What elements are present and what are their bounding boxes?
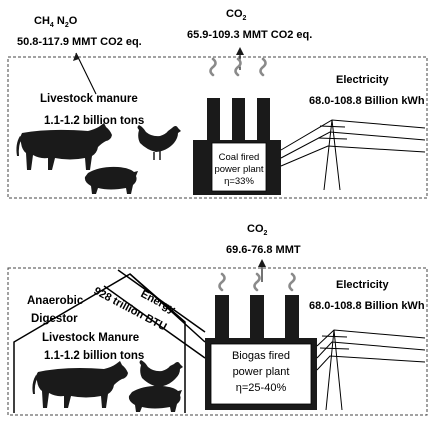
pig-icon (84, 166, 138, 194)
bottom-co2-arrow (258, 259, 266, 282)
top-co2-label: CO2 (226, 8, 247, 22)
energy-conduit (103, 269, 206, 359)
chimney-2 (232, 98, 245, 150)
ch4-n2o-value: 50.8-117.9 MMT CO2 eq. (17, 36, 142, 48)
chimney-3 (257, 98, 270, 150)
biogas-scenario-panel: CO2 69.6-76.8 MMT Anaerobic Digestor Ene… (7, 223, 428, 416)
smoke-plume-3 (288, 272, 296, 292)
coal-plant-line1: Coal fired (219, 152, 260, 163)
digestor-line1: Anaerobic (27, 295, 84, 307)
transmission-tower-icon (316, 329, 426, 411)
smoke-plume-3 (259, 57, 267, 77)
coal-plant-line2: power plant (214, 164, 263, 175)
chimney-2 (250, 295, 264, 350)
pig-icon (128, 385, 182, 412)
chicken-icon (137, 125, 181, 160)
bottom-electricity-value: 68.0-108.8 Billion kWh (309, 300, 425, 312)
smoke-plume-1 (218, 272, 226, 292)
ch4-arrow (73, 52, 97, 95)
smoke-plume-2 (234, 57, 242, 77)
biogas-plant-line2: power plant (233, 366, 290, 378)
bottom-manure-amount: 1.1-1.2 billion tons (44, 350, 144, 362)
energy-value: 928 trillion BTU (92, 285, 169, 333)
top-electricity-value: 68.0-108.8 Billion kWh (309, 95, 425, 107)
transmission-tower-icon (280, 119, 426, 191)
bottom-manure-title: Livestock Manure (42, 332, 139, 344)
smoke-plume-2 (253, 272, 261, 292)
biogas-plant-efficiency: η=25-40% (236, 382, 287, 394)
biogas-power-plant (205, 272, 317, 410)
bottom-co2-label: CO2 (247, 223, 268, 237)
cow-icon (32, 361, 129, 408)
cow-icon (16, 123, 113, 170)
coal-power-plant (193, 57, 281, 195)
top-co2-value: 65.9-109.3 MMT CO2 eq. (187, 29, 312, 41)
chimney-3 (285, 295, 299, 350)
ch4-n2o-label: CH4 N2O (34, 15, 78, 29)
top-electricity-title: Electricity (336, 74, 389, 86)
coal-scenario-panel: CH4 N2O 50.8-117.9 MMT CO2 eq. CO2 65.9-… (7, 8, 428, 199)
bottom-co2-value: 69.6-76.8 MMT (226, 244, 301, 256)
coal-plant-efficiency: η=33% (224, 176, 254, 187)
top-manure-title: Livestock manure (40, 93, 138, 105)
bottom-electricity-title: Electricity (336, 279, 389, 291)
chimney-1 (207, 98, 220, 150)
biogas-plant-line1: Biogas fired (232, 350, 290, 362)
top-manure-amount: 1.1-1.2 billion tons (44, 115, 144, 127)
chimney-1 (215, 295, 229, 350)
smoke-plume-1 (209, 57, 217, 77)
biogas-scenario-frame (7, 267, 428, 416)
